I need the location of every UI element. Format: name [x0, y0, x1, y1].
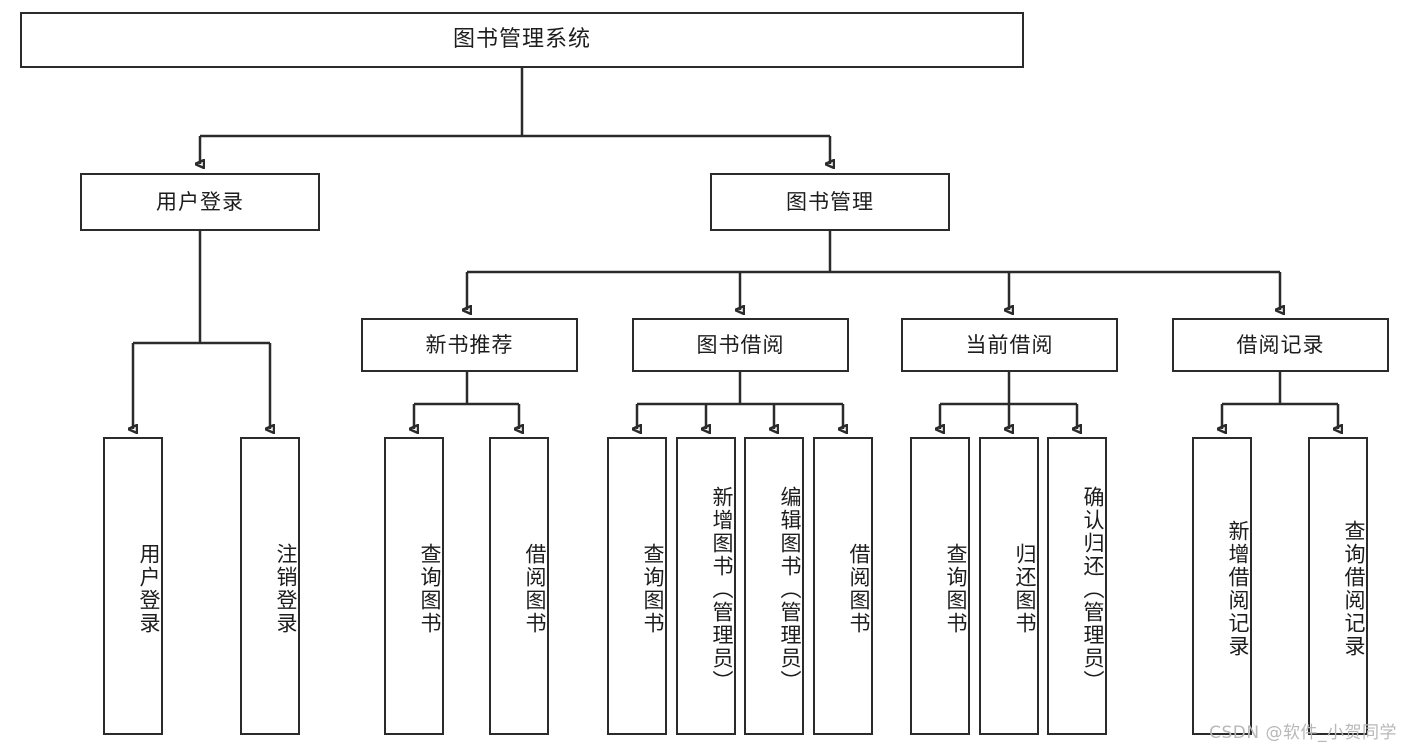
- node-current-borrow-label: 当前借阅: [965, 332, 1054, 357]
- node-book-borrow[interactable]: 图书借阅: [632, 318, 849, 372]
- node-leaf-query-book-2-label: 查询图书: [641, 543, 665, 635]
- node-leaf-edit-book[interactable]: 编辑图书（管理员）: [744, 437, 804, 735]
- node-new-book-recommend[interactable]: 新书推荐: [361, 318, 578, 372]
- node-current-borrow[interactable]: 当前借阅: [901, 318, 1118, 372]
- node-leaf-user-login[interactable]: 用户登录: [103, 437, 163, 735]
- node-leaf-borrow-book-2[interactable]: 借阅图书: [813, 437, 873, 735]
- node-user-login[interactable]: 用户登录: [80, 173, 320, 231]
- node-book-management[interactable]: 图书管理: [710, 173, 950, 231]
- node-leaf-logout-login[interactable]: 注销登录: [240, 437, 300, 735]
- node-borrow-record-label: 借阅记录: [1236, 332, 1325, 357]
- node-new-book-recommend-label: 新书推荐: [425, 332, 514, 357]
- node-leaf-logout-login-label: 注销登录: [274, 543, 298, 635]
- node-leaf-query-book-3[interactable]: 查询图书: [910, 437, 970, 735]
- node-leaf-query-book-3-label: 查询图书: [944, 543, 968, 635]
- node-leaf-query-book-1-label: 查询图书: [418, 543, 442, 635]
- node-leaf-borrow-book-1[interactable]: 借阅图书: [489, 437, 549, 735]
- node-user-login-label: 用户登录: [156, 189, 244, 214]
- node-leaf-query-record-label: 查询借阅记录: [1342, 520, 1366, 658]
- node-leaf-add-book-label: 新增图书（管理员）: [710, 485, 734, 693]
- node-book-management-label: 图书管理: [786, 189, 874, 214]
- node-leaf-borrow-book-2-label: 借阅图书: [847, 543, 871, 635]
- node-leaf-confirm-return[interactable]: 确认归还（管理员）: [1047, 437, 1107, 735]
- node-leaf-add-record[interactable]: 新增借阅记录: [1192, 437, 1252, 735]
- node-leaf-edit-book-label: 编辑图书（管理员）: [778, 485, 802, 693]
- node-leaf-query-book-2[interactable]: 查询图书: [607, 437, 667, 735]
- watermark-text: CSDN @软件_小贺同学: [1209, 723, 1397, 743]
- node-borrow-record[interactable]: 借阅记录: [1172, 318, 1389, 372]
- node-leaf-query-record[interactable]: 查询借阅记录: [1308, 437, 1368, 735]
- node-leaf-borrow-book-1-label: 借阅图书: [523, 543, 547, 635]
- node-leaf-return-book-label: 归还图书: [1013, 543, 1037, 635]
- node-leaf-confirm-return-label: 确认归还（管理员）: [1081, 485, 1105, 693]
- node-leaf-add-record-label: 新增借阅记录: [1226, 520, 1250, 658]
- node-leaf-add-book[interactable]: 新增图书（管理员）: [676, 437, 736, 735]
- node-root[interactable]: 图书管理系统: [20, 12, 1024, 68]
- node-book-borrow-label: 图书借阅: [696, 332, 785, 357]
- node-leaf-user-login-label: 用户登录: [137, 543, 161, 635]
- node-leaf-query-book-1[interactable]: 查询图书: [384, 437, 444, 735]
- node-root-label: 图书管理系统: [452, 27, 591, 53]
- node-leaf-return-book[interactable]: 归还图书: [979, 437, 1039, 735]
